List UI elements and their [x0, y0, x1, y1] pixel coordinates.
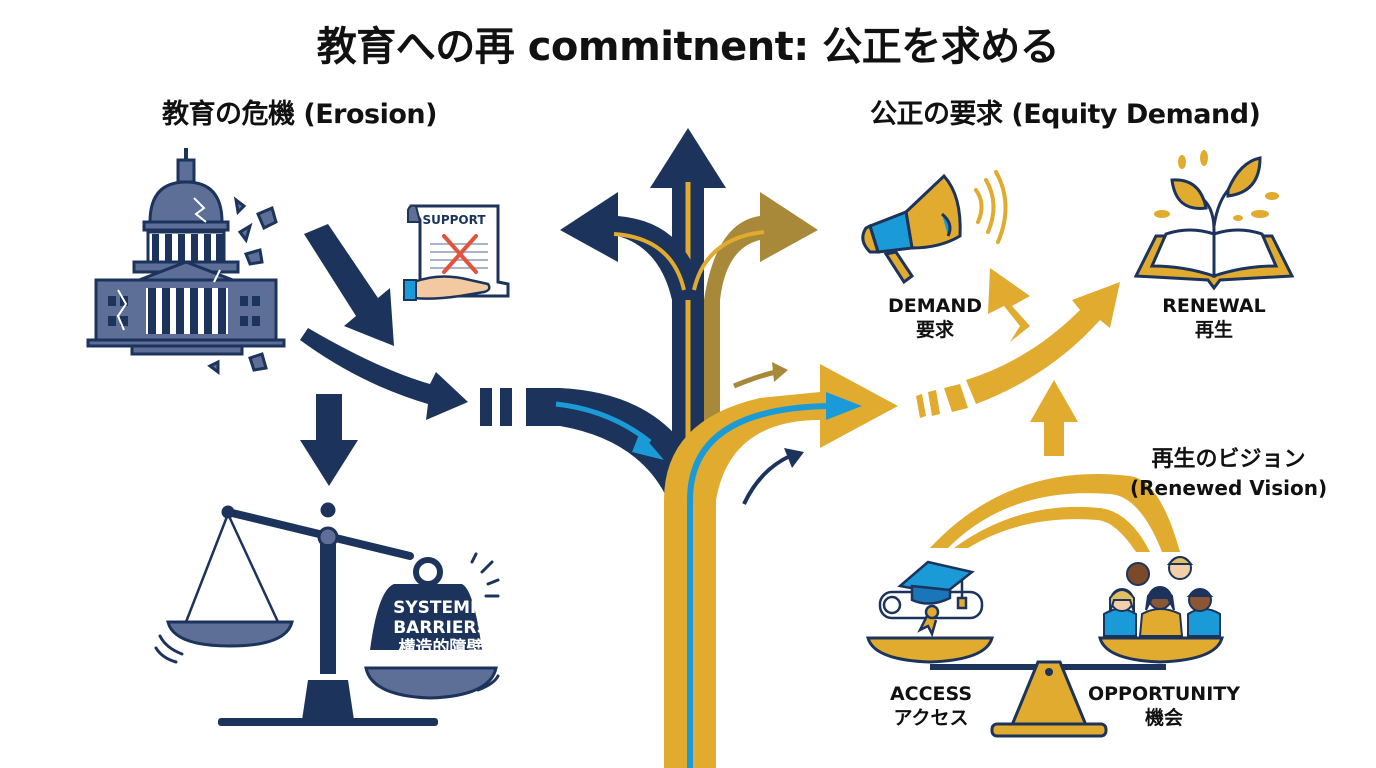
arrow-curve-right-icon — [300, 328, 468, 420]
arrow-down-icon — [300, 394, 358, 486]
arrow-up-left-icon — [988, 268, 1030, 342]
opportunity-label-en: OPPORTUNITY — [1087, 683, 1240, 705]
opportunity-label-jp: 機会 — [1144, 707, 1183, 729]
demand-label-en: DEMAND — [887, 295, 983, 317]
access-label-en: ACCESS — [889, 683, 973, 705]
megaphone-icon — [861, 170, 1008, 285]
capitol-building-icon — [86, 148, 286, 375]
renewed-vision-en: (Renewed Vision) — [1130, 476, 1328, 500]
unbalanced-scale-icon — [154, 502, 500, 726]
support-document-label: SUPPORT — [422, 213, 486, 227]
renewed-vision-label: 再生のビジョン (Renewed Vision) — [1130, 446, 1327, 502]
access-label-jp: アクセス — [893, 707, 969, 729]
arrow-up-icon — [1030, 380, 1078, 456]
opportunity-label: OPPORTUNITY 機会 — [1086, 682, 1242, 730]
weight-label-line1: SYSTEMIC — [393, 598, 489, 618]
balanced-scale-icon — [866, 474, 1224, 738]
cross-icon — [442, 234, 478, 274]
systemic-barriers-weight: SYSTEMIC BARRIERS 構造的障壁 — [382, 598, 500, 658]
page-title: 教育への再 commitnent: 公正を求める — [316, 24, 1060, 70]
crossroads-arrows — [480, 128, 898, 768]
revoked-support-document-icon — [403, 204, 510, 301]
demand-label-jp: 要求 — [915, 319, 954, 341]
equity-demand-heading: 公正の要求 (Equity Demand) — [870, 99, 1261, 130]
renewed-vision-jp: 再生のビジョン — [1151, 447, 1306, 472]
erosion-heading: 教育の危機 (Erosion) — [162, 99, 438, 130]
graduation-cap-icon — [878, 560, 984, 638]
renewal-label: RENEWAL 再生 — [1156, 294, 1272, 342]
renewal-label-jp: 再生 — [1194, 319, 1233, 341]
access-label: ACCESS アクセス — [880, 682, 982, 730]
demand-label: DEMAND 要求 — [880, 294, 990, 342]
demand-arrows — [916, 268, 1120, 456]
renewal-label-en: RENEWAL — [1162, 295, 1266, 317]
diverse-people-icon — [1103, 556, 1221, 637]
arrow-down-right-icon — [304, 224, 394, 346]
erosion-arrows — [300, 224, 468, 486]
weight-label-jp: 構造的障壁 — [398, 638, 484, 658]
weight-label-line2: BARRIERS — [393, 618, 489, 638]
book-sprout-icon — [1133, 150, 1295, 291]
